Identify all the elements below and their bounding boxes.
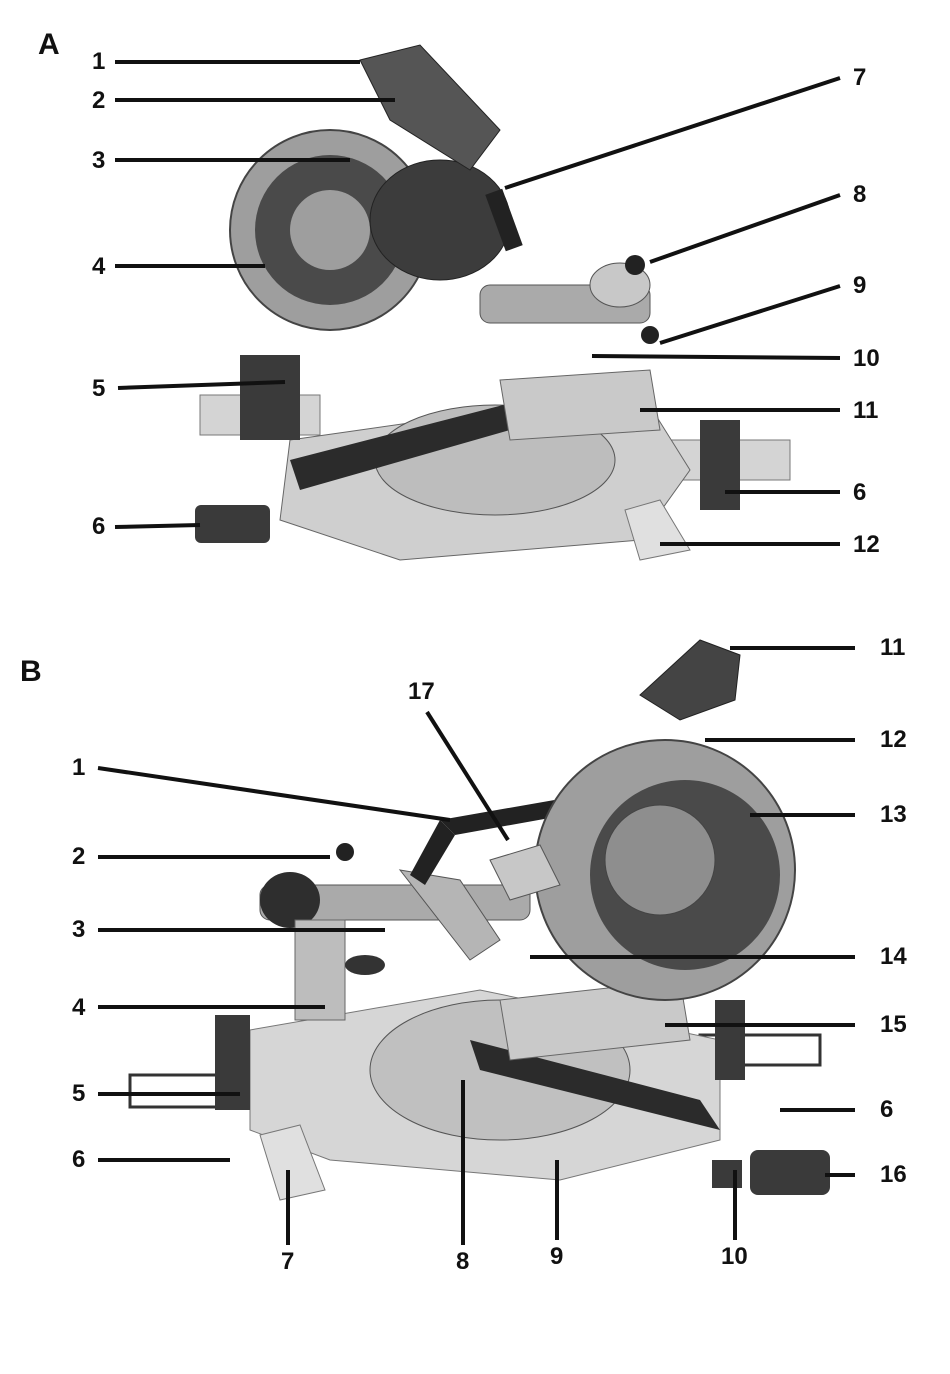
workpiece-clamp-right: [700, 420, 740, 510]
workpiece-clamp-right: [715, 1000, 745, 1080]
callout-b-6-right: 6: [880, 1098, 893, 1122]
callout-b-1: 1: [72, 756, 85, 780]
fence: [500, 370, 660, 440]
callout-a-1: 1: [92, 50, 105, 74]
bevel-lock-handle: [345, 955, 385, 975]
callout-b-2: 2: [72, 845, 85, 869]
miter-saw-illustration-a: [0, 0, 950, 600]
callout-b-17: 17: [408, 680, 435, 704]
bevel-lock-knob: [641, 326, 659, 344]
callout-b-5: 5: [72, 1082, 85, 1106]
callout-b-16: 16: [880, 1163, 907, 1187]
callout-a-9: 9: [853, 274, 866, 298]
callout-b-3: 3: [72, 918, 85, 942]
slide-lock-knob: [336, 843, 354, 861]
callout-a-8: 8: [853, 183, 866, 207]
callout-b-6-left: 6: [72, 1148, 85, 1172]
base-foot: [625, 500, 690, 560]
miter-saw-illustration-b: [0, 620, 950, 1300]
callout-b-11: 11: [880, 636, 905, 660]
callout-a-7: 7: [853, 66, 866, 90]
turntable-lock-knob: [712, 1160, 742, 1188]
figure-a: A 1 2 3 4 5 6 7 8 9 10 11 6 12: [0, 0, 950, 600]
slide-lock-knob: [625, 255, 645, 275]
motor-housing: [370, 160, 510, 280]
lock-handle-left: [195, 505, 270, 543]
callout-a-6-right: 6: [853, 481, 866, 505]
lock-handle: [750, 1150, 830, 1195]
callout-a-6-left: 6: [92, 515, 105, 539]
callout-b-10: 10: [721, 1245, 748, 1269]
callout-a-2: 2: [92, 89, 105, 113]
callout-b-4: 4: [72, 996, 85, 1020]
callout-a-4: 4: [92, 255, 105, 279]
callout-b-8: 8: [456, 1250, 469, 1274]
operating-handle: [640, 640, 740, 720]
callout-a-10: 10: [853, 347, 880, 371]
callout-a-5: 5: [92, 377, 105, 401]
callout-b-12: 12: [880, 728, 907, 752]
callout-b-15: 15: [880, 1013, 907, 1037]
callout-b-7: 7: [281, 1250, 294, 1274]
callout-a-3: 3: [92, 149, 105, 173]
panel-label-b: B: [20, 655, 42, 689]
callout-b-13: 13: [880, 803, 907, 827]
figure-b: B 1 2 3 4 5 6 17 11 12 13 14 15 6 16 7 8…: [0, 620, 950, 1300]
callout-a-12: 12: [853, 533, 880, 557]
callout-b-9: 9: [550, 1245, 563, 1269]
panel-label-a: A: [38, 28, 60, 62]
blade-hub-cover: [605, 805, 715, 915]
callout-b-14: 14: [880, 945, 907, 969]
blade-hub: [290, 190, 370, 270]
workpiece-clamp-left: [240, 355, 300, 440]
callout-a-11: 11: [853, 399, 878, 423]
